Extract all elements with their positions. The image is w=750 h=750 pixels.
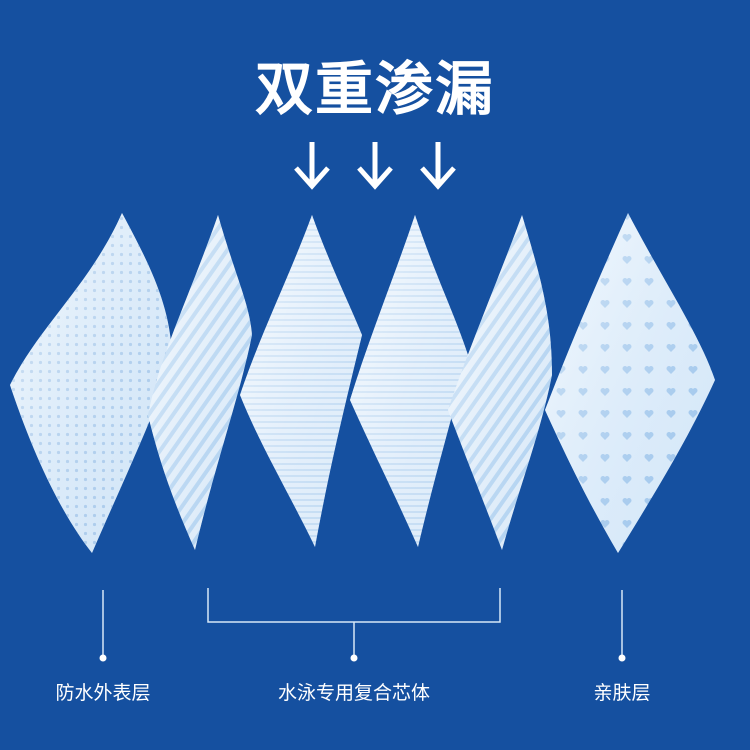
label-skin-layer: 亲肤层 — [593, 682, 651, 704]
layer-core-diamond-1 — [240, 215, 362, 547]
label-guides — [99, 588, 626, 662]
layer-outer-sheet — [10, 213, 172, 553]
layer-illustration — [10, 213, 715, 553]
label-core-layer: 水泳专用复合芯体 — [277, 682, 430, 704]
label-outer-layer: 防水外表层 — [55, 682, 151, 704]
layer-skin-sheet — [545, 213, 715, 553]
down-arrows — [290, 140, 460, 190]
down-arrow-icon — [357, 142, 393, 190]
layer-core-wave-1 — [148, 215, 252, 550]
down-arrow-icon — [420, 142, 456, 190]
page-title: 双重渗漏 — [254, 55, 495, 123]
layer-core-diamond-2 — [350, 215, 468, 547]
down-arrow-icon — [294, 142, 330, 190]
layer-core-wave-2 — [448, 215, 552, 550]
